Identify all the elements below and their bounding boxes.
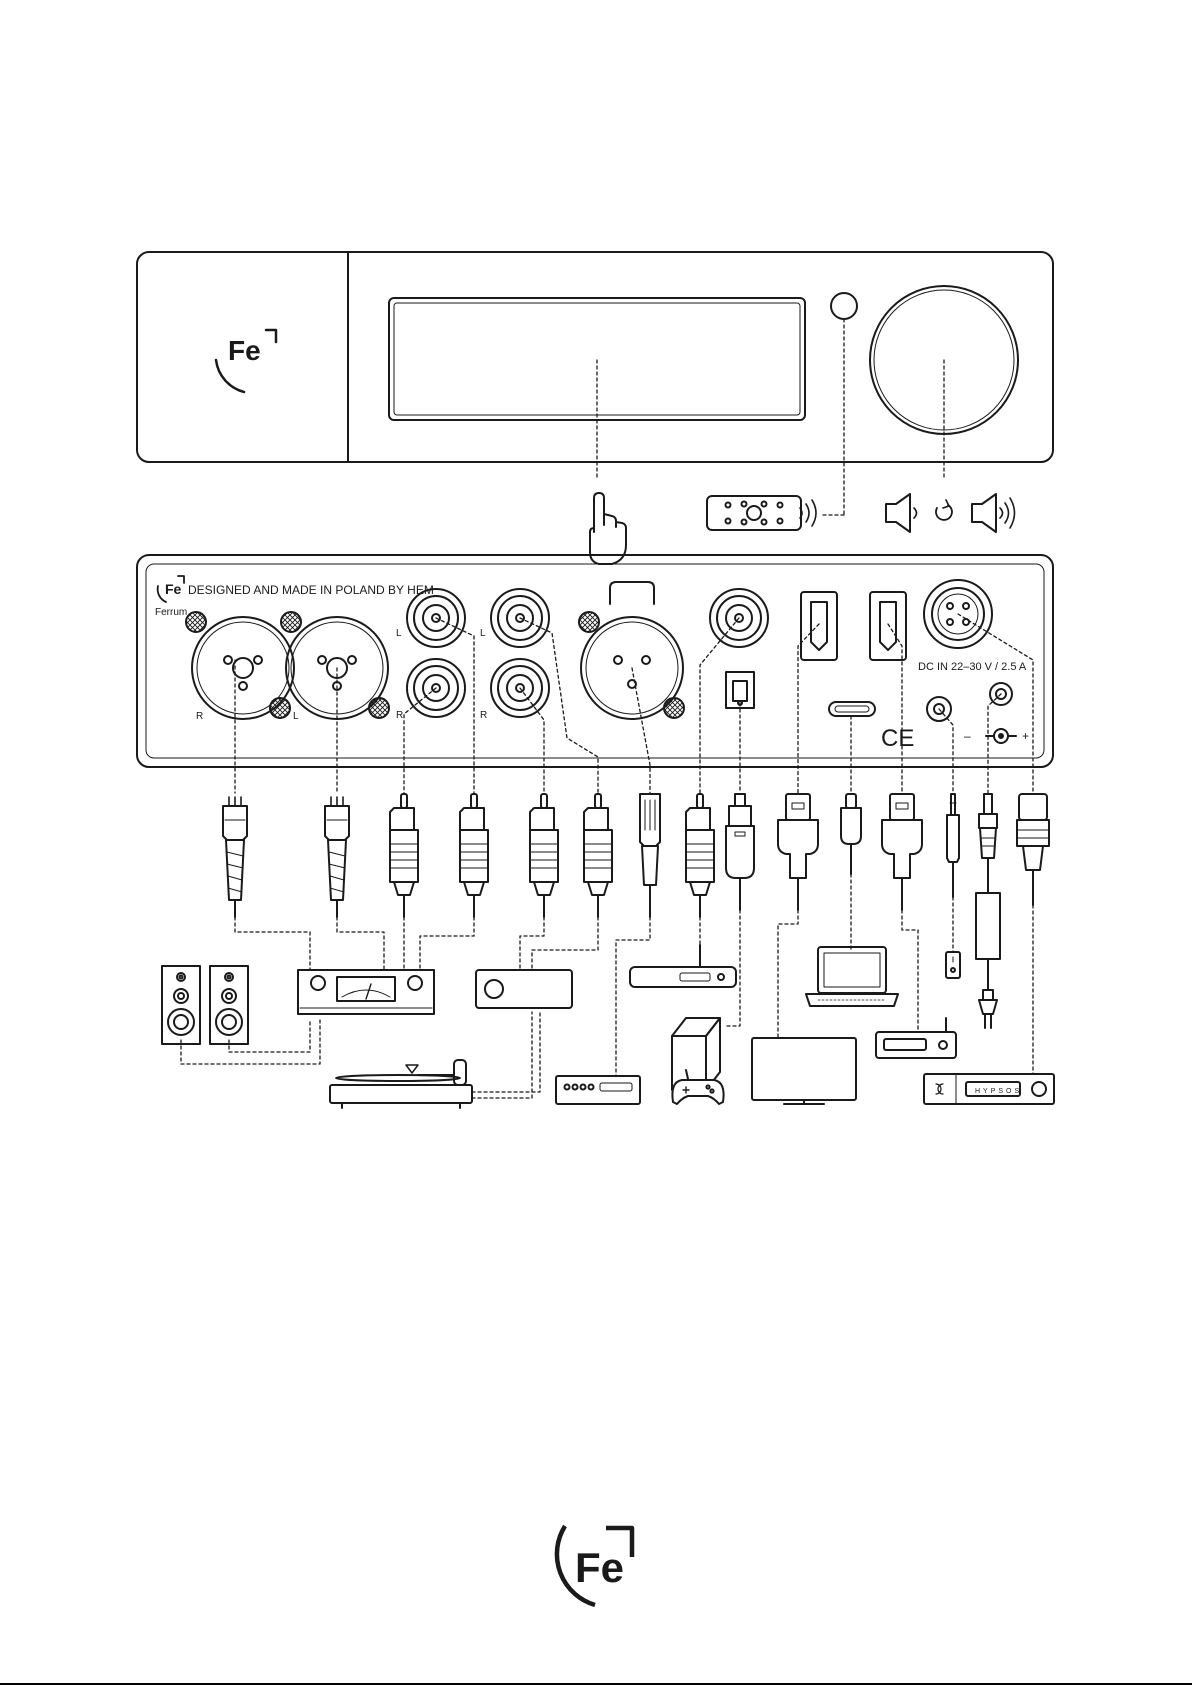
dc-barrel-jack [986, 683, 1016, 743]
rca-plug-in-left [584, 794, 612, 917]
trigger-plug [947, 794, 959, 897]
xlr-left-label: L [293, 711, 299, 722]
front-panel: Fe [137, 252, 1053, 462]
rca-out-left-label: L [396, 628, 402, 639]
game-console-icon [672, 1018, 724, 1104]
ce-mark: CE [881, 725, 914, 752]
footer-logo-text: Fe [575, 1544, 624, 1591]
rear-logo-text: Fe [165, 581, 182, 597]
rca-plug-in-right [530, 794, 558, 917]
rca-plug-out-left [460, 794, 488, 917]
optical-plug [726, 794, 754, 910]
usb-c-port [829, 702, 875, 716]
laptop-icon [806, 947, 898, 1006]
rca-plug-out-right [390, 794, 418, 917]
remote-control-icon [707, 496, 816, 530]
xlr-out-left [281, 612, 389, 719]
router-icon [630, 945, 736, 987]
turntable-icon [330, 1060, 472, 1108]
polarity-plus-label: + [1022, 729, 1029, 743]
rotate-icon [936, 500, 952, 520]
power-rating-label: DC IN 22–30 V / 2.5 A [918, 661, 1027, 673]
volume-down-icon [886, 494, 917, 532]
hdmi-i2s-port [870, 592, 906, 660]
amplifier-icon [298, 970, 434, 1014]
device-leaders [181, 874, 1033, 1098]
speaker-right-icon [210, 966, 248, 1044]
touch-hand-icon [590, 493, 626, 564]
xlr-out-right [186, 612, 294, 719]
polarity-minus-label: – [964, 729, 971, 743]
made-in-label: DESIGNED AND MADE IN POLAND BY HEM [188, 583, 434, 597]
trigger-switch-icon [946, 952, 960, 978]
front-logo-text: Fe [228, 335, 261, 366]
phono-stage-icon [476, 970, 572, 1008]
rca-out-right-label: R [396, 710, 403, 721]
streamer-icon [556, 1076, 640, 1104]
ir-sensor [831, 293, 857, 319]
power-supply-icon [976, 893, 1000, 1028]
speaker-left-icon [162, 966, 200, 1044]
volume-up-icon [972, 494, 1015, 532]
hdmi-plug-i2s [882, 794, 922, 910]
xlr-plug-right [223, 797, 247, 917]
coaxial-plug [686, 794, 714, 917]
power-plug-4pin [1017, 794, 1049, 905]
dc-barrel-plug [979, 794, 997, 893]
hdmi-plug-arc [778, 794, 818, 910]
tv-icon [752, 1038, 856, 1104]
rca-in-right-label: R [480, 710, 487, 721]
hdmi-arc-port [801, 592, 837, 660]
xlr-digital-plug [640, 794, 660, 917]
usb-c-plug [841, 794, 861, 874]
hypsos-label: HYPSOS [975, 1088, 1022, 1095]
front-panel-body [137, 252, 1053, 462]
xlr-digital-input [579, 582, 684, 719]
xlr-right-label: R [196, 711, 203, 722]
brand-name-label: Ferrum [155, 607, 187, 618]
rca-in-left-label: L [480, 628, 486, 639]
xlr-plug-left [325, 797, 349, 917]
i2s-streamer-icon [876, 1018, 956, 1058]
front-leaders [597, 319, 944, 515]
